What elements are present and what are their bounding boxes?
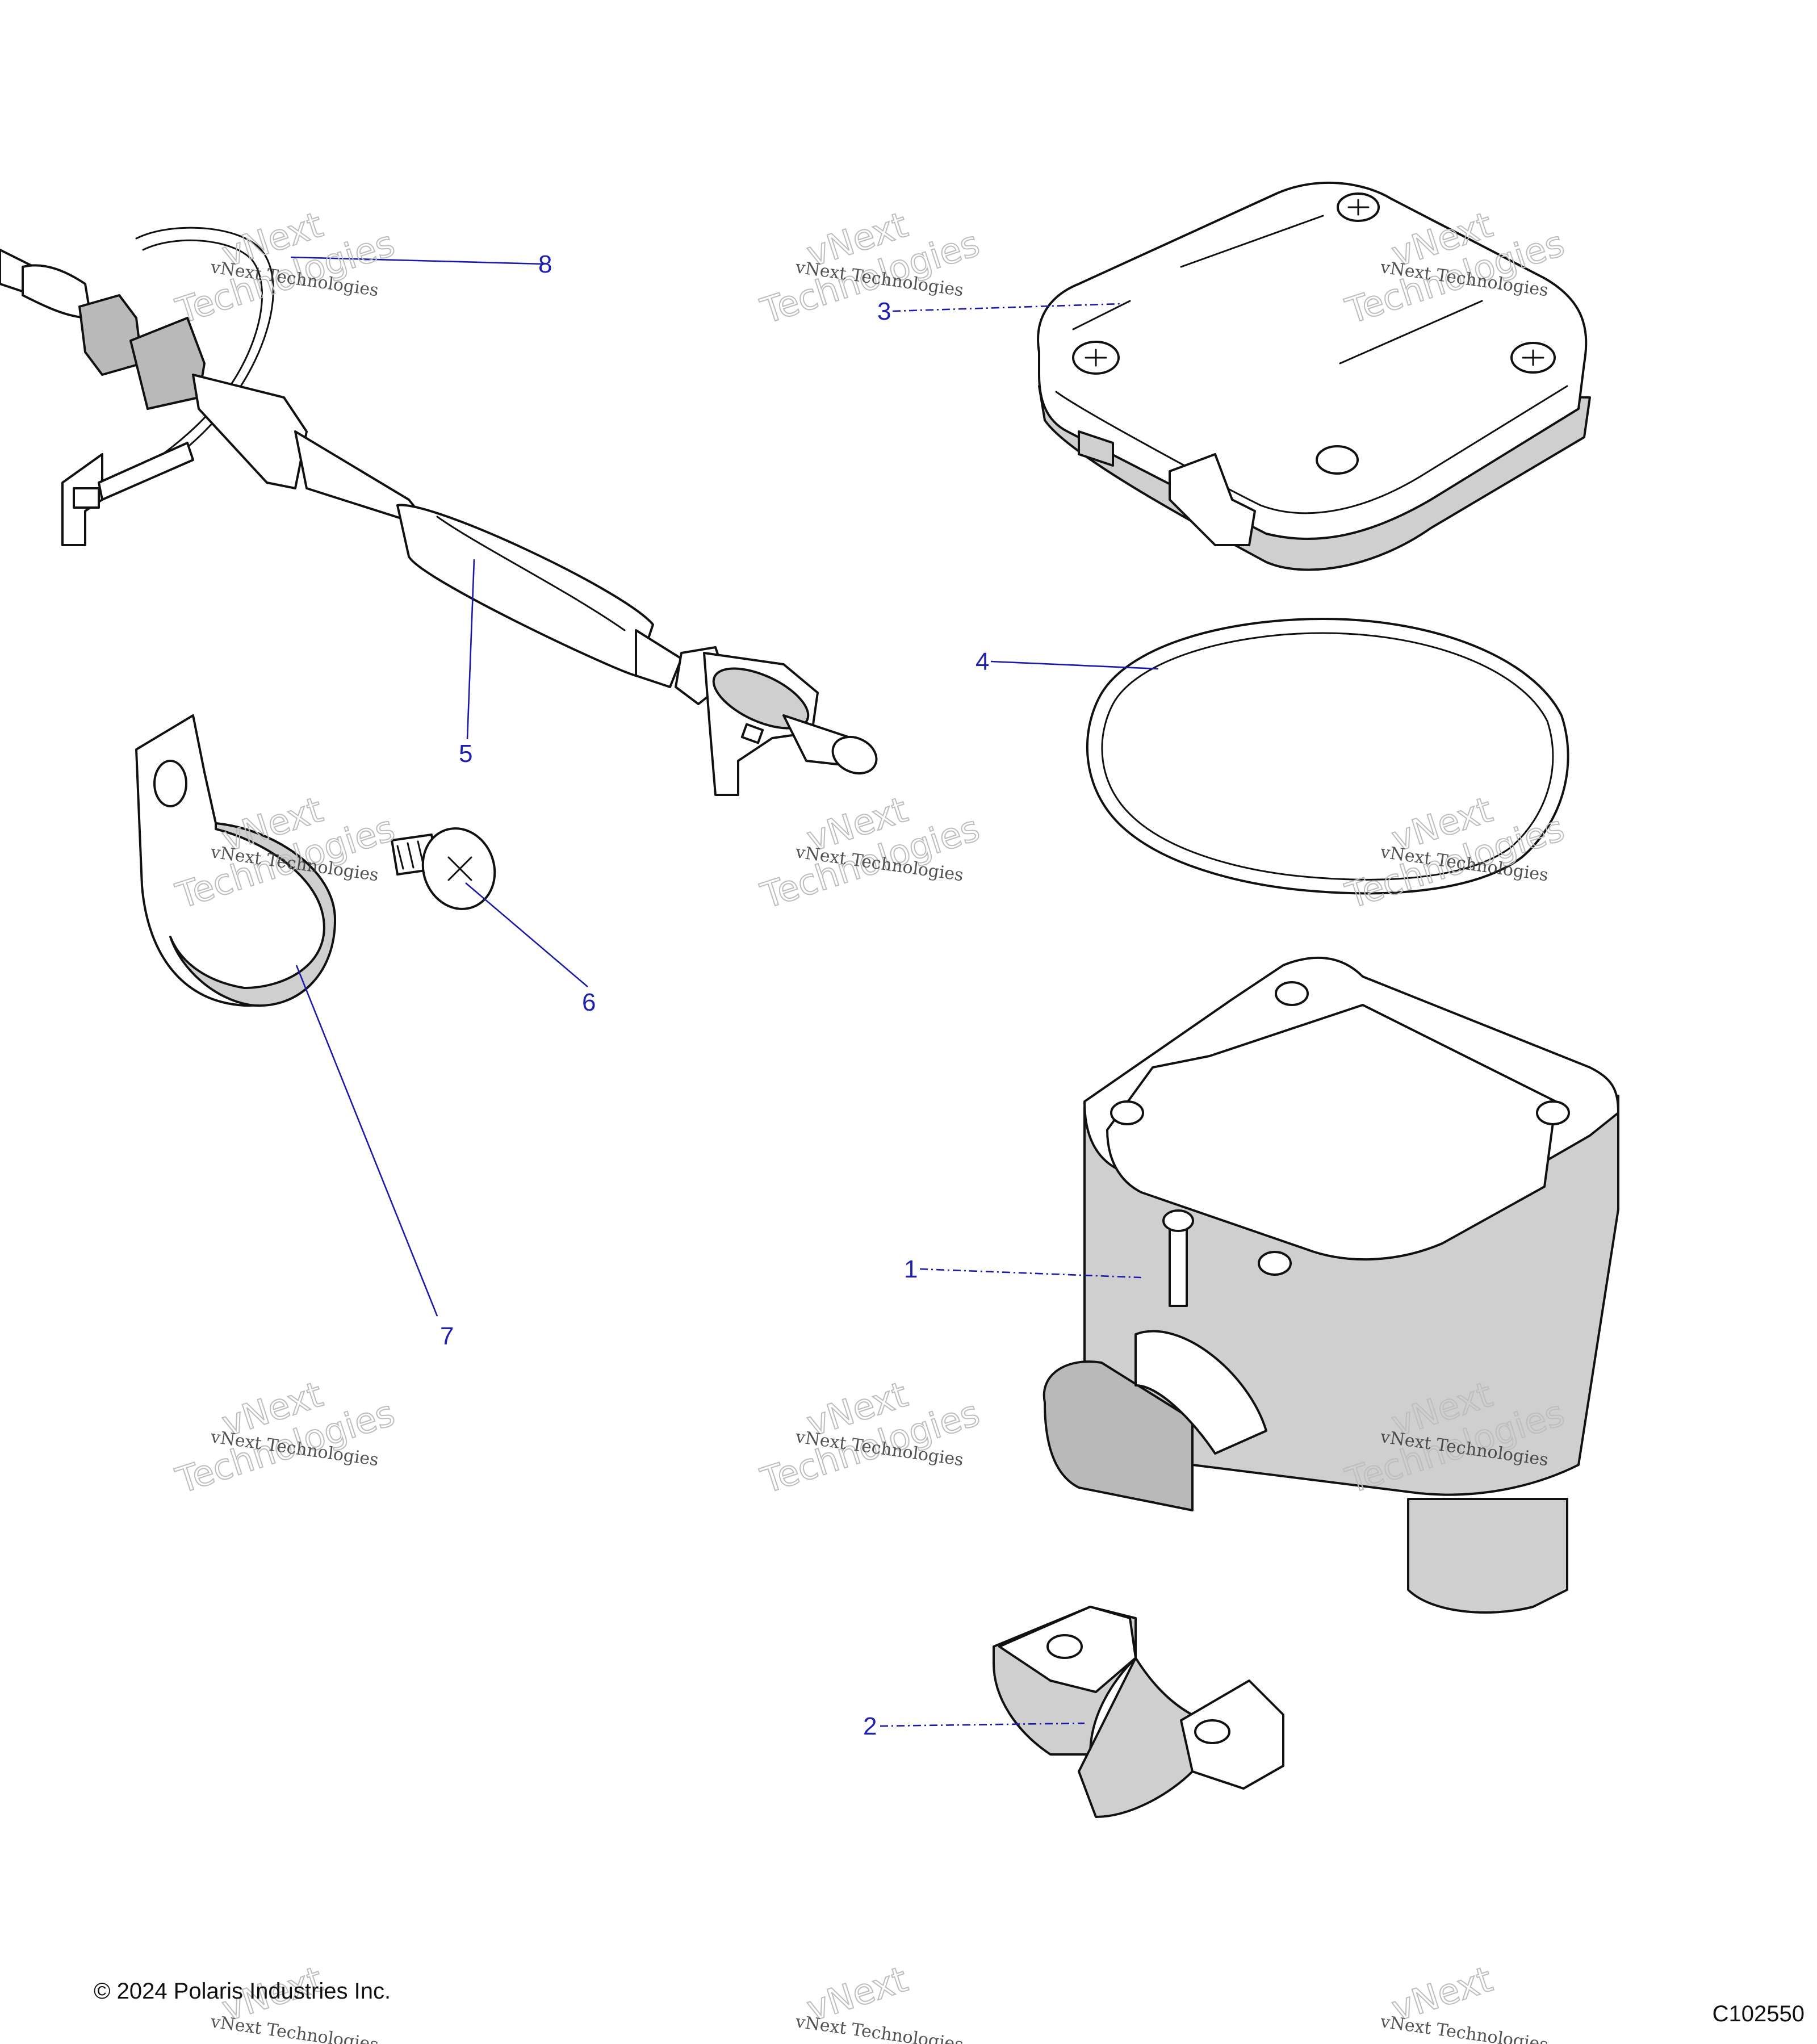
callout-3: 3 [877, 298, 891, 325]
leader-4 [990, 660, 1159, 670]
copyright-text: © 2024 Polaris Industries Inc. [94, 1979, 391, 2004]
callout-labels: 8 3 4 5 6 7 1 2 [440, 250, 989, 1740]
callout-1: 1 [904, 1255, 918, 1283]
leader-1 [919, 1268, 1142, 1279]
callout-4: 4 [976, 648, 989, 676]
callout-8: 8 [538, 250, 552, 278]
part-4-seal [1086, 618, 1569, 895]
part-8-cable-tie [61, 227, 274, 546]
watermark: vNext vNext Technologies [1379, 1958, 1550, 2044]
leader-7 [295, 965, 438, 1317]
watermark: vNext Technologies vNext Technologies [755, 788, 985, 918]
watermark: vNext Technologies vNext Technologies [170, 203, 400, 333]
watermark: vNext Technologies vNext Technologies [170, 1373, 400, 1502]
part-5-cable [0, 249, 878, 796]
watermark: vNext Technologies vNext Technologies [755, 1373, 985, 1502]
watermark: vNext vNext Technologies [794, 1958, 965, 2044]
part-3-cover [1037, 181, 1591, 571]
leader-6 [465, 882, 588, 987]
leader-lines [290, 256, 1159, 1727]
part-2-clamp-half [993, 1606, 1284, 1818]
leader-2 [880, 1722, 1085, 1727]
callout-7: 7 [440, 1322, 454, 1350]
leader-5 [466, 559, 475, 740]
svg-text:vNext Technologies: vNext Technologies [794, 2012, 965, 2044]
callout-2: 2 [863, 1712, 877, 1740]
part-7-clamp [135, 714, 336, 1007]
watermark: vNext Technologies vNext Technologies [1340, 788, 1569, 918]
watermark: vNext Technologies vNext Technologies [755, 203, 985, 333]
part-6-screw [391, 827, 496, 910]
diagram-code: C102550 [1712, 2001, 1805, 2026]
leader-8 [290, 256, 545, 265]
callout-6: 6 [582, 989, 596, 1016]
leader-3 [892, 303, 1122, 312]
svg-text:vNext Technologies: vNext Technologies [209, 2012, 380, 2044]
part-1-housing [1043, 956, 1619, 1614]
svg-text:vNext Technologies: vNext Technologies [1379, 2012, 1550, 2044]
callout-5: 5 [459, 740, 472, 768]
